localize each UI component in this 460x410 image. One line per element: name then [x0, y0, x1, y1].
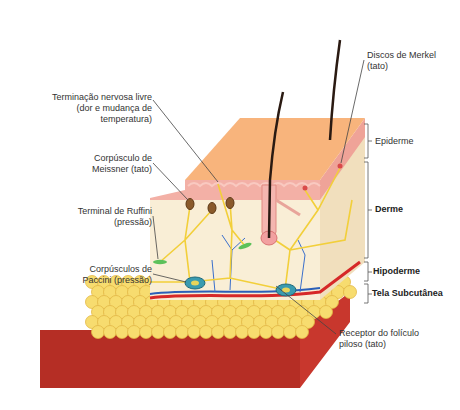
bracket: [364, 262, 372, 281]
layer-label: Derme: [375, 204, 445, 215]
fat-globule: [200, 326, 213, 339]
fat-globule: [164, 326, 177, 339]
fat-globule: [212, 326, 225, 339]
fat-globule: [140, 326, 153, 339]
paccini-corpuscle: [185, 277, 205, 289]
hair-shaft: [330, 40, 340, 140]
muscle-layer: [40, 292, 350, 388]
leader-line: [276, 286, 336, 334]
part-label: Corpúsculo de Meissner (tato): [72, 153, 152, 175]
fat-globule: [188, 326, 201, 339]
nerve-fibers: [150, 168, 352, 290]
fat-globule: [272, 326, 285, 339]
leader-line: [153, 216, 158, 259]
artery: [150, 262, 360, 298]
fat-globule: [176, 326, 189, 339]
part-label: Terminal de Ruffini (pressão): [66, 206, 152, 228]
fat-globule: [296, 326, 309, 339]
part-label: Receptor do folículo piloso (tato): [339, 328, 437, 350]
bracket: [364, 124, 372, 158]
leader-line: [153, 163, 188, 200]
ruffini-ending: [238, 242, 253, 251]
paccini-core: [191, 281, 199, 286]
epidermis-front: [150, 180, 320, 200]
meissner-corpuscle: [226, 198, 234, 209]
fat-globule: [260, 326, 273, 339]
fat-globule: [224, 326, 237, 339]
part-label: Corpúsculos de Paccini (pressão): [62, 264, 152, 286]
fat-globule: [236, 326, 249, 339]
layer-label: Tela Subcutânea: [372, 288, 456, 299]
meissner-corpuscle: [186, 199, 194, 210]
part-label: Discos de Merkel (tato): [367, 50, 437, 72]
meissner-corpuscle: [208, 203, 216, 214]
fat-globule: [248, 326, 261, 339]
fat-globule: [284, 326, 297, 339]
bracket: [364, 284, 372, 303]
fat-globule: [104, 326, 117, 339]
fat-globule: [344, 286, 357, 299]
epidermis-texture: [188, 183, 320, 186]
layer-label: Hipoderme: [373, 266, 453, 277]
hair-shaft: [269, 92, 283, 238]
leader-line: [153, 274, 186, 282]
leader-line: [341, 60, 364, 163]
arrector-muscle: [276, 200, 300, 215]
fat-globule: [152, 326, 165, 339]
fat-globule: [128, 326, 141, 339]
fat-globule: [116, 326, 129, 339]
merkel-disc: [303, 186, 308, 191]
part-label: Epiderme: [375, 136, 445, 147]
merkel-disc: [338, 164, 343, 169]
fat-globule: [92, 326, 105, 339]
part-label: Terminação nervosa livre (dor e mudança …: [38, 92, 152, 125]
ruffini-ending: [153, 260, 167, 264]
bracket: [364, 162, 372, 258]
leader-line: [153, 100, 218, 182]
fat-globule: [320, 306, 333, 319]
